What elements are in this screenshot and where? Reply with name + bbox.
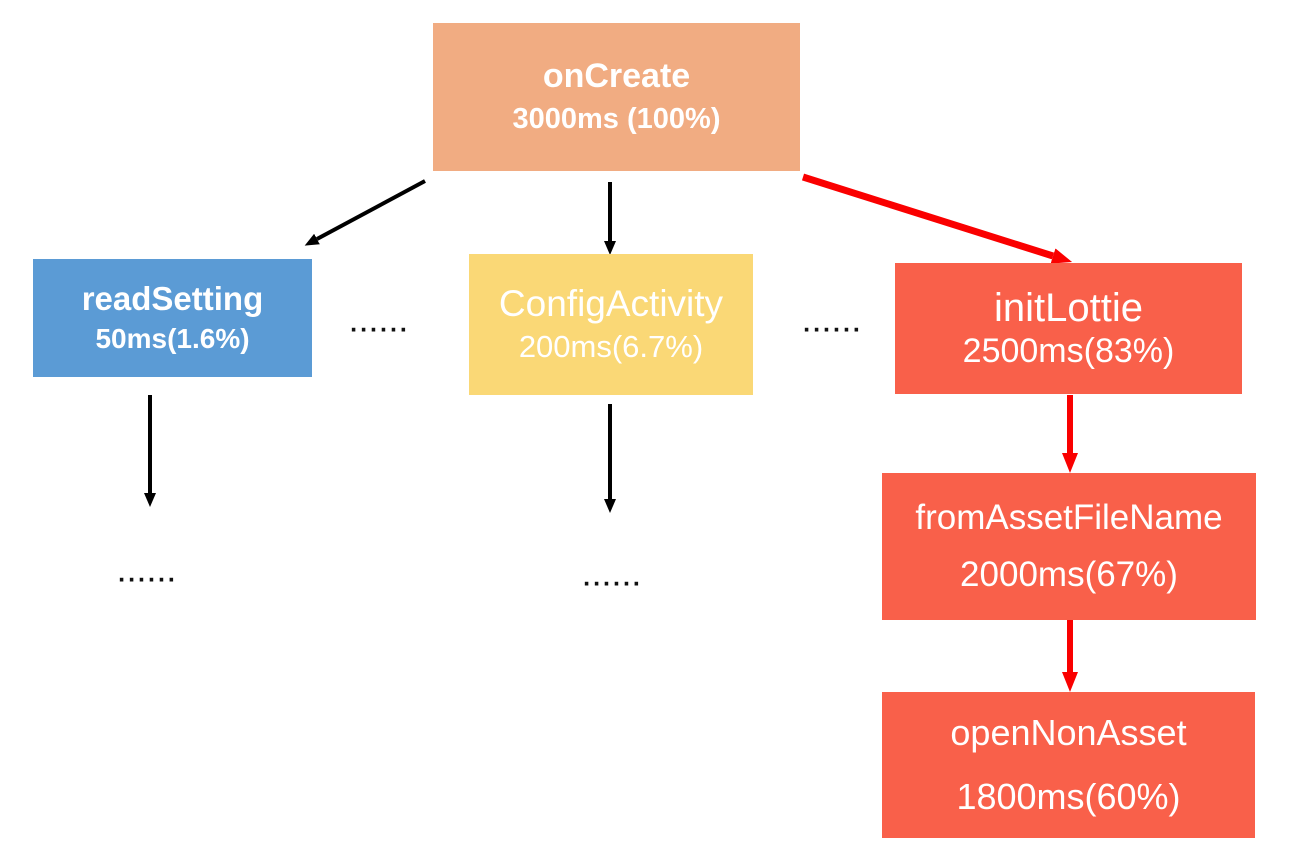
node-fromassetfilename: fromAssetFileName 2000ms(67%) [882, 473, 1256, 620]
edge-oncreate-to-initlottie-arrow [801, 173, 1073, 264]
node-initlottie: initLottie 2500ms(83%) [895, 263, 1242, 394]
node-opennonasset-label: openNonAsset [950, 712, 1187, 754]
node-configactivity-metric: 200ms(6.7%) [518, 329, 704, 365]
edge-oncreate-to-readsetting-arrow [304, 179, 426, 246]
node-initlottie-label: initLottie [994, 286, 1143, 331]
node-configactivity: ConfigActivity 200ms(6.7%) [469, 254, 753, 395]
ellipsis-below-readsetting: ...... [118, 559, 178, 588]
node-initlottie-metric: 2500ms(83%) [962, 332, 1175, 371]
node-readsetting-metric: 50ms(1.6%) [95, 323, 250, 355]
ellipsis-between-configactivity-initlottie: ...... [803, 309, 863, 338]
ellipsis-between-readsetting-configactivity: ...... [350, 309, 410, 338]
node-oncreate-metric: 3000ms (100%) [512, 103, 721, 136]
node-fromassetfilename-metric: 2000ms(67%) [960, 554, 1178, 594]
ellipsis-below-configactivity: ...... [583, 563, 643, 592]
node-fromassetfilename-label: fromAssetFileName [915, 497, 1223, 537]
node-opennonasset: openNonAsset 1800ms(60%) [882, 692, 1255, 838]
node-readsetting-label: readSetting [81, 280, 264, 318]
node-configactivity-label: ConfigActivity [498, 283, 724, 325]
node-opennonasset-metric: 1800ms(60%) [956, 776, 1181, 817]
node-oncreate-label: onCreate [542, 57, 691, 96]
node-oncreate: onCreate 3000ms (100%) [433, 23, 800, 171]
node-readsetting: readSetting 50ms(1.6%) [33, 259, 312, 377]
